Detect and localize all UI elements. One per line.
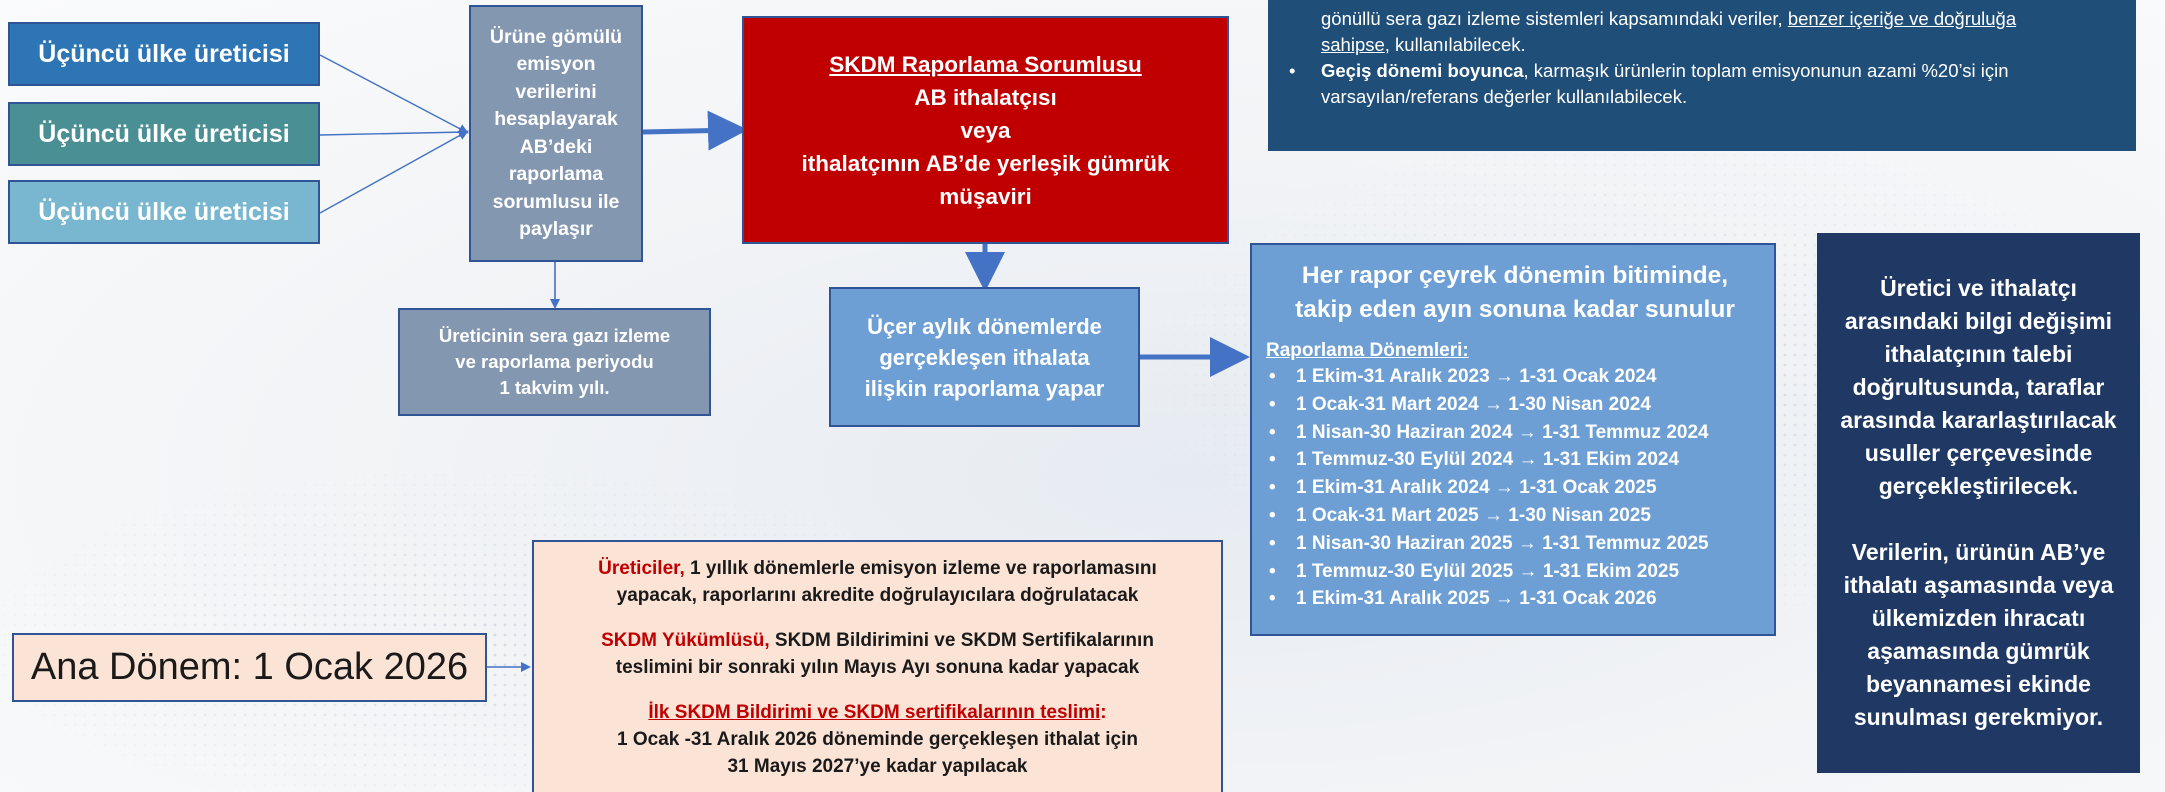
arrow-right-icon: → — [1512, 421, 1543, 443]
reporting-period-item: 1 Nisan-30 Haziran 2024 → 1-31 Temmuz 20… — [1266, 419, 1764, 447]
arrow-right-icon: → — [1513, 449, 1543, 471]
quarterly-line: gerçekleşen ithalata — [879, 344, 1090, 370]
embedded-line: verilerini — [515, 80, 597, 103]
obligation-cbam-obligor: SKDM Yükümlüsü, SKDM Bildirimini ve SKDM… — [601, 630, 1154, 678]
connector-embedded-to-responsible — [642, 110, 748, 151]
quarterly-line: ilişkin raporlama yapar — [864, 375, 1105, 401]
period-line: 1 takvim yılı. — [499, 377, 610, 398]
reporting-period-item: 1 Ekim-31 Aralık 2023 → 1-31 Ocak 2024 — [1266, 363, 1764, 391]
third-country-producer-3: Üçüncü ülke üreticisi — [8, 180, 320, 244]
responsible-line: müşaviri — [939, 183, 1032, 209]
responsible-title: SKDM Raporlama Sorumlusu — [829, 51, 1142, 77]
obligations-box: Üreticiler, 1 yıllık dönemlerle emisyon … — [532, 540, 1223, 792]
information-exchange-panel: Üretici ve ithalatçı arasındaki bilgi değ… — [1817, 233, 2140, 773]
obligation-producers: Üreticiler, 1 yıllık dönemlerle emisyon … — [598, 558, 1157, 606]
connector-producer-1 — [319, 54, 469, 134]
arrow-right-icon: → — [1489, 588, 1520, 610]
info-line: arasında kararlaştırılacak — [1840, 407, 2117, 433]
producer-3-label: Üçüncü ülke üreticisi — [38, 197, 290, 226]
third-country-producer-1: Üçüncü ülke üreticisi — [8, 22, 320, 86]
info-line: ithalatı aşamasında veya — [1843, 572, 2114, 598]
reporting-period-item: 1 Nisan-30 Haziran 2025 → 1-31 Temmuz 20… — [1266, 530, 1764, 558]
reporting-period-item: 1 Ekim-31 Aralık 2024 → 1-31 Ocak 2025 — [1266, 474, 1764, 502]
arrow-right-icon: → — [1513, 560, 1543, 582]
embedded-line: sorumlusu ile — [492, 190, 620, 213]
arrow-right-icon: → — [1512, 532, 1543, 554]
panel-bullet-1-continued: gönüllü sera gazı izleme sistemleri kaps… — [1321, 8, 2017, 29]
panel-bullet-2: • Geçiş dönemi boyunca, karmaşık ürünler… — [1289, 58, 2112, 84]
embedded-line: Ürüne gömülü — [489, 25, 623, 48]
arrow-right-icon: → — [1478, 504, 1509, 526]
info-line: beyannamesi ekinde — [1865, 671, 2091, 697]
embedded-line: paylaşır — [519, 218, 593, 240]
info-line: ülkemizden ihracatı — [1871, 605, 2086, 631]
arrow-right-icon: → — [1489, 477, 1520, 499]
reporting-period-item: 1 Temmuz-30 Eylül 2025 → 1-31 Ekim 2025 — [1266, 558, 1764, 586]
arrow-right-icon: → — [1478, 393, 1509, 415]
info-line: Üretici ve ithalatçı — [1880, 275, 2077, 301]
main-period-label: Ana Dönem: 1 Ocak 2026 — [30, 646, 469, 688]
data-usage-panel: gönüllü sera gazı izleme sistemleri kaps… — [1268, 0, 2136, 151]
reporting-period-list: 1 Ekim-31 Aralık 2023 → 1-31 Ocak 20241 … — [1266, 363, 1764, 613]
responsible-line: AB ithalatçısı — [914, 84, 1057, 110]
embedded-emissions-box: Ürüne gömülü emisyon verilerini hesaplay… — [469, 5, 643, 262]
reporting-subheading: Raporlama Dönemleri: — [1266, 340, 1469, 361]
reporting-period-item: 1 Ocak-31 Mart 2024 → 1-30 Nisan 2024 — [1266, 391, 1764, 419]
info-line: usuller çerçevesinde — [1864, 440, 2093, 466]
connector-producer-3 — [319, 130, 469, 214]
period-line: Üreticinin sera gazı izleme — [438, 325, 671, 346]
reporting-period-item: 1 Temmuz-30 Eylül 2024 → 1-31 Ekim 2024 — [1266, 446, 1764, 474]
third-country-producer-2: Üçüncü ülke üreticisi — [8, 102, 320, 166]
reporting-period-item: 1 Ocak-31 Mart 2025 → 1-30 Nisan 2025 — [1266, 502, 1764, 530]
producer-1-label: Üçüncü ülke üreticisi — [38, 39, 290, 68]
period-line: ve raporlama periyodu — [455, 351, 654, 372]
reporting-heading: Her rapor çeyrek dönemin bitiminde, taki… — [1295, 262, 1735, 323]
info-paragraph-2: Verilerin, ürünün AB’ye ithalatı aşamasın… — [1844, 536, 2114, 734]
responsible-line: ithalatçının AB’de yerleşik gümrük — [801, 150, 1170, 176]
reporting-period-item: 1 Ekim-31 Aralık 2025 → 1-31 Ocak 2026 — [1266, 585, 1764, 613]
quarterly-reporting-box: Üçer aylık dönemlerde gerçekleşen ithala… — [829, 287, 1140, 427]
info-line: aşamasında gümrük — [1867, 638, 2090, 664]
quarterly-line: Üçer aylık dönemlerde — [867, 313, 1102, 339]
info-paragraph-1: Üretici ve ithalatçı arasındaki bilgi değ… — [1840, 272, 2116, 503]
responsible-line: veya — [960, 117, 1011, 143]
producer-2-label: Üçüncü ülke üreticisi — [38, 119, 290, 148]
embedded-line: AB’deki — [519, 135, 593, 158]
reporting-periods-panel: Her rapor çeyrek dönemin bitiminde, taki… — [1250, 243, 1776, 636]
reporting-responsible-box: SKDM Raporlama Sorumlusu AB ithalatçısı … — [742, 16, 1229, 244]
info-line: Verilerin, ürünün AB’ye — [1851, 539, 2106, 565]
embedded-line: emisyon — [516, 53, 596, 75]
monitoring-period-box: Üreticinin sera gazı izleme ve raporlama… — [398, 308, 711, 416]
embedded-line: raporlama — [508, 163, 604, 185]
main-period-box: Ana Dönem: 1 Ocak 2026 — [12, 633, 487, 702]
connector-producer-2 — [319, 127, 469, 138]
info-line: doğrultusunda, taraflar — [1852, 374, 2105, 400]
obligation-first-declaration: İlk SKDM Bildirimi ve SKDM sertifikaları… — [617, 702, 1138, 777]
info-line: ithalatçının talebi — [1884, 341, 2073, 367]
bullet-glyph: • — [1289, 60, 1296, 81]
info-line: arasındaki bilgi değişimi — [1844, 308, 2113, 334]
info-line: sunulması gerekmiyor. — [1853, 704, 2104, 730]
info-line: gerçekleştirilecek. — [1878, 473, 2079, 499]
arrow-right-icon: → — [1489, 366, 1520, 387]
embedded-line: hesaplayarak — [494, 108, 618, 130]
